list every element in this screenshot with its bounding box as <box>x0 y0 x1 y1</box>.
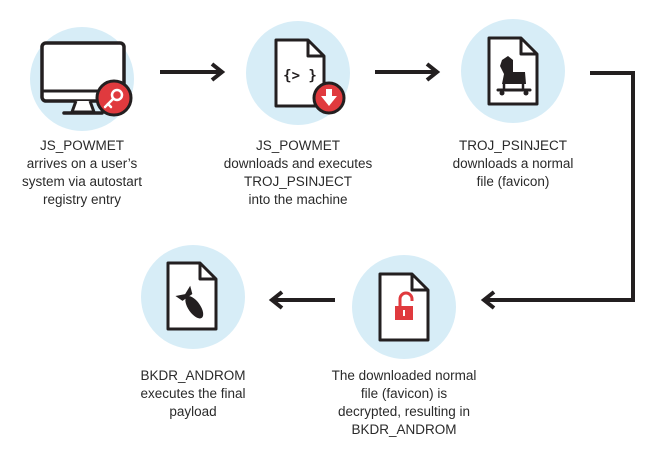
unlocked-padlock-file-icon <box>378 272 430 342</box>
step-1-label: JS_POWMET arrives on a user’s system via… <box>21 138 143 207</box>
step-5-node <box>141 245 245 349</box>
step-1-node <box>30 27 134 131</box>
step-5-label: BKDR_ANDROM executes the final payload <box>140 368 246 419</box>
arrow-3-to-4 <box>480 71 635 310</box>
step-4-label: The downloaded normal file (favicon) is … <box>331 368 477 437</box>
trojan-horse-file-icon <box>487 36 539 106</box>
code-file-download-icon: {> } <box>274 38 346 115</box>
computer-key-icon <box>40 41 133 117</box>
step-2-node: {> } <box>246 21 350 125</box>
bomb-file-icon <box>166 261 218 331</box>
step-4-node <box>352 255 456 359</box>
step-2-label: JS_POWMET downloads and executes TROJ_PS… <box>223 138 373 207</box>
arrow-2-to-3 <box>375 62 441 82</box>
arrow-1-to-2 <box>160 62 226 82</box>
step-3-label: TROJ_PSINJECT downloads a normal file (f… <box>452 138 574 189</box>
code-symbol: {> } <box>283 68 317 84</box>
step-3-node <box>461 19 565 123</box>
arrow-4-to-5 <box>268 290 335 310</box>
